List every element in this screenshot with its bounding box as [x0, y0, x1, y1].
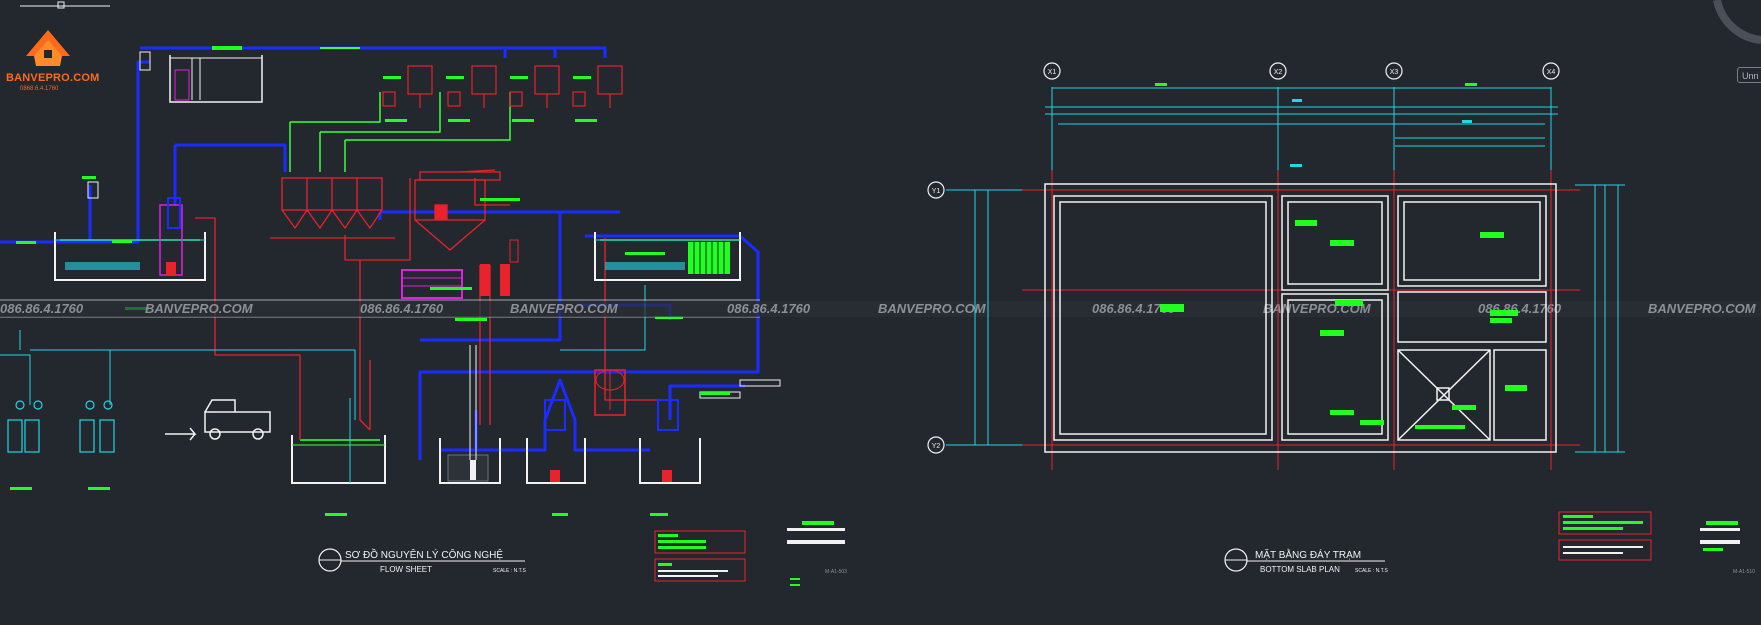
flow-sheet-title-block: SƠ ĐỒ NGUYÊN LÝ CÔNG NGHỆ FLOW SHEET SCA… — [318, 521, 847, 586]
watermark-site-3: BANVEPRO.COM — [878, 301, 987, 316]
flow-sheet-title: SƠ ĐỒ NGUYÊN LÝ CÔNG NGHỆ — [345, 548, 503, 561]
watermark-site-5: BANVEPRO.COM — [1648, 301, 1757, 316]
grid-bubble-x3: X3 — [1390, 69, 1399, 76]
tank-equalization — [54, 197, 206, 281]
slab-plan-scale: SCALE : N.T.S — [1355, 568, 1388, 574]
sludge-truck — [165, 399, 271, 441]
grid-bubble-y2: Y2 — [932, 443, 941, 450]
chemical-dosing-tanks — [382, 65, 623, 108]
slab-plan-title-block: MẶT BẰNG ĐÁY TRẠM BOTTOM SLAB PLAN SCALE… — [1224, 511, 1755, 575]
brand-logo — [20, 1, 110, 66]
tank-aerobic — [439, 345, 501, 484]
viewcube-compass[interactable] — [1713, 0, 1761, 44]
reaction-tank-train — [270, 169, 501, 251]
watermark-phone-3: 086.86.4.1760 — [727, 301, 811, 316]
watermark-band: 086.86.4.1760 BANVEPRO.COM 086.86.4.1760… — [0, 301, 1761, 317]
flow-sheet-sheet-no: M-A1-503 — [825, 569, 847, 575]
slab-plan-dimensions — [946, 87, 1625, 453]
tank-top-left — [87, 46, 263, 199]
watermark-phone-2: 086.86.4.1760 — [360, 301, 444, 316]
tank-sludge — [291, 398, 386, 484]
flow-sheet-scale: SCALE : N.T.S — [493, 568, 526, 574]
pump-group-left — [7, 400, 115, 453]
grid-bubble-y1: Y1 — [932, 188, 941, 195]
viewport-tag[interactable]: Unn — [1737, 67, 1761, 83]
brand-phone: 0868.6.4.1760 — [20, 86, 59, 92]
watermark-site-1: BANVEPRO.COM — [145, 301, 254, 316]
watermark-phone-1: 086.86.4.1760 — [0, 301, 84, 316]
slab-plan-subtitle: BOTTOM SLAB PLAN — [1260, 565, 1340, 574]
watermark-phone-4: 086.86.4.1760 — [1092, 301, 1176, 316]
grid-bubble-x2: X2 — [1274, 69, 1283, 76]
slab-plan-sheet-no: M-A1-510 — [1733, 569, 1755, 575]
tank-filter — [526, 369, 626, 484]
flow-sheet-labels — [10, 76, 730, 516]
brand-name: BANVEPRO.COM — [6, 72, 100, 84]
slab-plan-title: MẶT BẰNG ĐÁY TRẠM — [1255, 548, 1361, 561]
tank-membrane — [594, 232, 741, 281]
slab-plan-outline — [1044, 183, 1557, 453]
grid-bubble-x4: X4 — [1547, 69, 1556, 76]
slab-plan-grid-bubbles: X1 X2 X3 X4 Y1 Y2 — [927, 62, 1560, 454]
slab-plan-labels — [1155, 83, 1527, 429]
tank-clear-water — [639, 379, 781, 484]
watermark-site-2: BANVEPRO.COM — [510, 301, 619, 316]
grid-bubble-x1: X1 — [1048, 69, 1057, 76]
sludge-press — [401, 239, 519, 299]
flow-sheet-subtitle: FLOW SHEET — [380, 565, 432, 574]
